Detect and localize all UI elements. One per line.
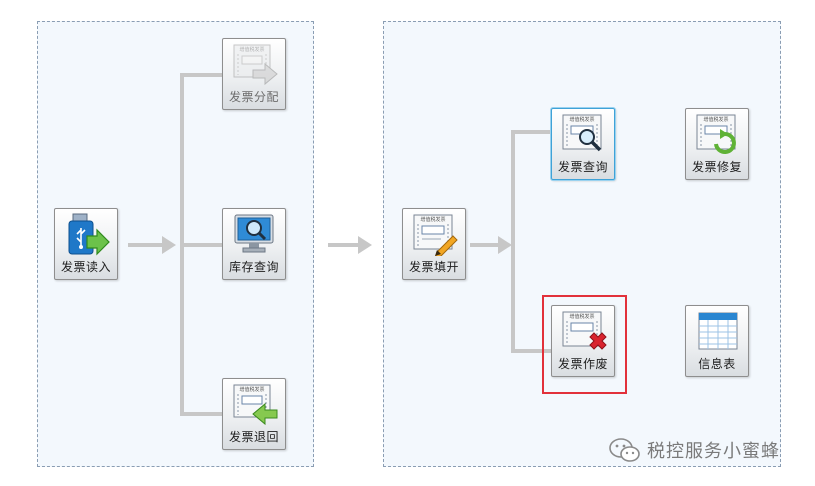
invoice-search-icon: 增值税发票 [562,114,602,152]
invoice-distribute-icon: 增值税发票 [233,44,278,86]
tile-label: 发票修复 [691,160,742,174]
invoice-read-button[interactable]: 发票读入 [54,208,118,280]
invoice-distribute-button[interactable]: 增值税发票 发票分配 [222,38,286,110]
tile-label: 信息表 [698,357,736,371]
flow-arrow-icon [128,236,176,254]
monitor-search-icon [234,214,274,253]
connector-line [511,130,515,353]
svg-text:增值税发票: 增值税发票 [703,116,728,123]
invoice-issue-button[interactable]: 增值税发票 发票填开 [402,208,466,280]
svg-text:增值税发票: 增值税发票 [239,46,264,53]
watermark-text: 税控服务小蜜蜂 [647,441,780,461]
invoice-query-button[interactable]: 增值税发票 发票查询 [551,108,615,180]
invoice-repair-button[interactable]: 增值税发票 发票修复 [685,108,749,180]
tile-label: 发票作废 [557,357,608,371]
connector-line [180,412,222,416]
connector-line [180,243,222,247]
connector-line [511,349,552,353]
tile-label: 发票填开 [408,260,459,274]
tile-label: 发票查询 [557,160,608,174]
tile-label: 库存查询 [228,260,279,274]
usb-import-icon [68,213,110,256]
connector-line [180,73,222,77]
flow-arrow-icon [328,236,372,254]
tile-label: 发票分配 [228,90,279,104]
info-table-icon [698,312,738,350]
inventory-query-button[interactable]: 库存查询 [222,208,286,280]
svg-text:增值税发票: 增值税发票 [420,216,445,223]
invoice-repair-icon: 增值税发票 [696,114,736,154]
info-table-button[interactable]: 信息表 [685,305,749,377]
svg-text:增值税发票: 增值税发票 [239,386,264,393]
svg-text:增值税发票: 增值税发票 [569,116,594,123]
watermark: 税控服务小蜜蜂 [608,436,780,464]
wechat-icon [609,438,640,462]
highlight-frame [542,295,627,394]
svg-text:增值税发票: 增值税发票 [569,313,594,320]
invoice-void-button[interactable]: 增值税发票 发票作废 [551,305,615,377]
tile-label: 发票读入 [60,260,111,274]
tile-label: 发票退回 [228,430,279,444]
invoice-return-button[interactable]: 增值税发票 发票退回 [222,378,286,450]
connector-line [511,130,552,134]
flow-arrow-icon [470,236,512,254]
invoice-write-icon: 增值税发票 [413,214,458,256]
invoice-return-icon: 增值税发票 [233,384,278,426]
invoice-cancel-icon: 增值税发票 [562,311,607,350]
